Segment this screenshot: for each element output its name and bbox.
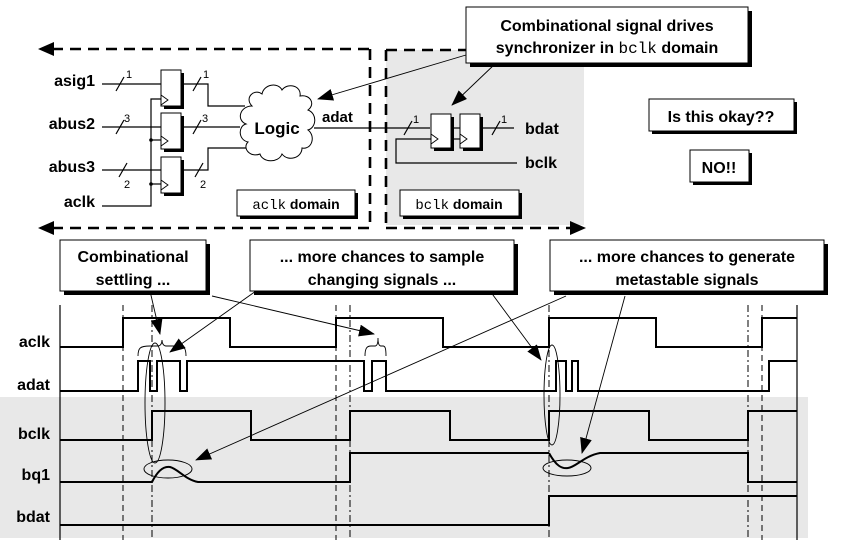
aclk-domain-text: aclk domain: [252, 196, 339, 214]
bclk-domain-text: bclk domain: [415, 196, 502, 214]
bus-width-abus3-in: 2: [124, 179, 130, 191]
callout-line2: changing signals ...: [308, 272, 456, 289]
pointer-settling: [149, 290, 163, 335]
logic-cloud-icon: [239, 84, 316, 162]
callout-line1: Combinational: [77, 249, 188, 266]
pointer-settling-2: [211, 295, 375, 337]
adat-label: adat: [322, 109, 353, 126]
callout-line1: ... more chances to sample: [280, 249, 485, 266]
bus-width-asig1-out: 1: [203, 69, 209, 81]
aclk-domain-label: aclk domain: [236, 189, 358, 219]
answer-box: NO!!: [689, 149, 752, 185]
pointer-metastable-2: [580, 295, 626, 454]
flip-flop-asig1: [160, 69, 184, 109]
timing-label-bdat: bdat: [16, 509, 50, 526]
bus-width-abus2-in: 3: [124, 113, 130, 125]
timing-label-bclk: bclk: [18, 426, 50, 443]
bus-width-sync-in: 1: [413, 114, 419, 126]
callout-more-sample: ... more chances to sample changing sign…: [249, 239, 518, 295]
input-wires: [102, 76, 162, 207]
sync-flip-flop-2: [459, 113, 483, 151]
callout-combinational-drives: Combinational signal drives synchronizer…: [465, 6, 752, 67]
left-arrow-icon: [38, 221, 54, 235]
bclk-domain-timing-shade: [0, 397, 808, 538]
pointer-metastable-1: [195, 295, 567, 461]
pointer-sample-2: [489, 290, 542, 361]
bus-width-sync-out: 1: [501, 114, 507, 126]
waveform-bclk: [60, 410, 797, 441]
bus-slash: [491, 120, 501, 136]
waveform-aclk: [60, 317, 797, 348]
timing-label-bq1: bq1: [22, 467, 51, 484]
right-arrow-icon: [570, 221, 586, 235]
flip-flop-abus2: [160, 112, 184, 152]
pointer-to-logic: [317, 54, 467, 101]
input-label-abus3: abus3: [49, 159, 95, 176]
sync-flip-flop-1: [430, 113, 454, 151]
bus-width-asig1-in: 1: [126, 69, 132, 81]
callout-line2: settling ...: [96, 272, 171, 289]
callout-more-metastable: ... more chances to generate metastable …: [549, 239, 828, 295]
clock-label-aclk: aclk: [64, 194, 95, 211]
bclk-domain-boundary: [384, 48, 586, 235]
question-text: Is this okay??: [668, 109, 775, 126]
bclk-wire: [395, 138, 517, 164]
question-box: Is this okay??: [648, 98, 797, 134]
logic-input-wires: [184, 76, 248, 178]
callout-line2: synchronizer in bclk domain: [496, 40, 718, 58]
callout-line1: ... more chances to generate: [579, 249, 795, 266]
bus-slash: [403, 120, 413, 136]
pointer-to-synchronizer: [451, 62, 497, 106]
callout-line2: metastable signals: [615, 272, 758, 289]
bus-width-abus3-out: 2: [200, 179, 206, 191]
flip-flop-abus3: [160, 156, 184, 196]
pointer-sample-1: [169, 290, 257, 353]
left-arrow-icon: [38, 42, 54, 56]
logic-label: Logic: [254, 119, 299, 138]
callout-settling: Combinational settling ...: [59, 239, 210, 295]
bdat-label: bdat: [525, 121, 559, 138]
callout-line1: Combinational signal drives: [500, 18, 713, 35]
bclk-domain-label: bclk domain: [399, 189, 522, 219]
bclk-label: bclk: [525, 155, 557, 172]
waveform-adat: [60, 360, 797, 392]
waveform-bdat: [60, 495, 797, 526]
metastability-highlights: [143, 342, 592, 479]
timing-label-aclk: aclk: [19, 334, 50, 351]
input-label-asig1: asig1: [54, 73, 95, 90]
answer-text: NO!!: [702, 160, 737, 177]
bus-width-abus2-out: 3: [202, 113, 208, 125]
aclk-domain-boundary: [38, 42, 372, 235]
timing-label-adat: adat: [17, 377, 51, 394]
input-label-abus2: abus2: [49, 116, 95, 133]
waveform-bq1: [60, 452, 797, 483]
